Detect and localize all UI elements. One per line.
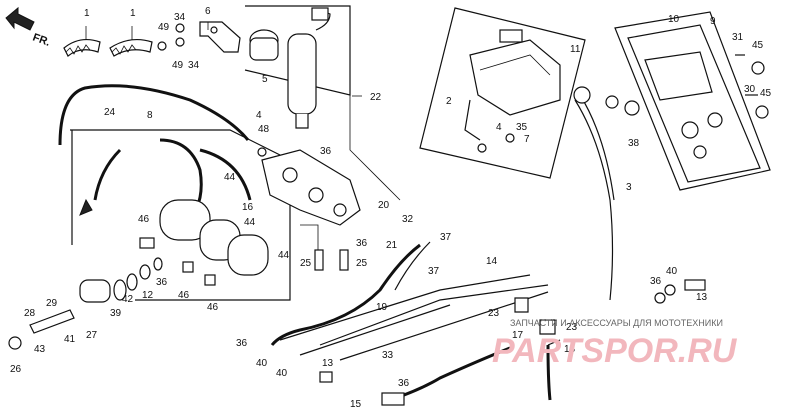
callout-36: 36 bbox=[650, 276, 662, 287]
front-direction-indicator: FR. bbox=[5, 6, 52, 49]
cable-part bbox=[574, 99, 614, 301]
callout-13: 13 bbox=[696, 292, 708, 303]
callout-labels: 1 1 49 34 49 34 6 5 4 22 24 8 48 36 44 1… bbox=[10, 6, 772, 410]
callout-37: 37 bbox=[428, 266, 440, 277]
filter-part bbox=[287, 33, 317, 115]
meter-panel bbox=[614, 11, 771, 191]
callout-31: 31 bbox=[732, 32, 744, 43]
callout-1: 1 bbox=[84, 8, 90, 19]
solenoid-part bbox=[227, 234, 269, 276]
callout-44: 44 bbox=[224, 172, 236, 183]
callout-48: 48 bbox=[258, 124, 270, 135]
callout-33: 33 bbox=[382, 350, 394, 361]
callout-44: 44 bbox=[278, 250, 290, 261]
callout-3: 3 bbox=[626, 182, 632, 193]
callout-23: 23 bbox=[488, 308, 500, 319]
bracket-part bbox=[199, 21, 241, 53]
callout-21: 21 bbox=[386, 240, 398, 251]
callout-36: 36 bbox=[398, 378, 410, 389]
callout-45: 45 bbox=[752, 40, 764, 51]
callout-25: 25 bbox=[300, 258, 312, 269]
callout-4: 4 bbox=[496, 122, 502, 133]
nut-part bbox=[539, 319, 556, 335]
callout-5: 5 bbox=[262, 74, 268, 85]
clamp-part bbox=[63, 38, 101, 57]
callout-36: 36 bbox=[320, 146, 332, 157]
callout-40: 40 bbox=[276, 368, 288, 379]
callout-13: 13 bbox=[322, 358, 334, 369]
pipe-assembly bbox=[270, 224, 561, 406]
callout-46: 46 bbox=[207, 302, 219, 313]
callout-35: 35 bbox=[516, 122, 528, 133]
callout-6: 6 bbox=[205, 6, 211, 17]
callout-25: 25 bbox=[356, 258, 368, 269]
watermark-text: ЗАПЧАСТИ И АКСЕССУАРЫ ДЛЯ МОТОТЕХНИКИ bbox=[510, 318, 723, 328]
callout-49: 49 bbox=[158, 22, 170, 33]
solenoid-part bbox=[159, 199, 211, 241]
callout-46: 46 bbox=[178, 290, 190, 301]
right-bolts bbox=[654, 54, 769, 304]
callout-28: 28 bbox=[24, 308, 36, 319]
watermark-logo: PARTSPOR.RU bbox=[492, 332, 738, 370]
callout-38: 38 bbox=[628, 138, 640, 149]
callout-41: 41 bbox=[64, 334, 76, 345]
callout-30: 30 bbox=[744, 84, 756, 95]
callout-40: 40 bbox=[666, 266, 678, 277]
valve-block bbox=[257, 147, 361, 226]
filter-box bbox=[244, 5, 351, 129]
callout-42: 42 bbox=[122, 294, 134, 305]
callout-22: 22 bbox=[370, 92, 382, 103]
callout-15: 15 bbox=[350, 399, 362, 410]
callout-16: 16 bbox=[242, 202, 254, 213]
callout-17: 17 bbox=[512, 330, 524, 341]
control-module-box bbox=[419, 7, 586, 179]
callout-37: 37 bbox=[440, 232, 452, 243]
callout-2: 2 bbox=[446, 96, 452, 107]
callout-8: 8 bbox=[147, 110, 153, 121]
callout-32: 32 bbox=[402, 214, 414, 225]
callout-34: 34 bbox=[188, 60, 200, 71]
callout-7: 7 bbox=[524, 134, 530, 145]
callout-12: 12 bbox=[142, 290, 154, 301]
nut-part bbox=[514, 297, 529, 313]
callout-23: 23 bbox=[566, 322, 578, 333]
solenoid-box bbox=[70, 129, 291, 301]
bottom-left-parts bbox=[8, 237, 216, 350]
direction-label: FR. bbox=[31, 32, 52, 49]
watermark: ЗАПЧАСТИ И АКСЕССУАРЫ ДЛЯ МОТОТЕХНИКИ PA… bbox=[492, 318, 738, 370]
callout-45: 45 bbox=[760, 88, 772, 99]
callout-36: 36 bbox=[236, 338, 248, 349]
callout-24: 24 bbox=[104, 107, 116, 118]
callout-36: 36 bbox=[156, 277, 168, 288]
callout-4: 4 bbox=[256, 110, 262, 121]
callout-27: 27 bbox=[86, 330, 98, 341]
cap-part bbox=[79, 279, 111, 303]
callout-46: 46 bbox=[138, 214, 150, 225]
callout-40: 40 bbox=[256, 358, 268, 369]
clamp-group bbox=[63, 21, 241, 57]
callout-34: 34 bbox=[174, 12, 186, 23]
callout-11: 11 bbox=[570, 44, 581, 55]
callout-9: 9 bbox=[710, 16, 716, 27]
callout-44: 44 bbox=[244, 217, 256, 228]
arrow-icon bbox=[5, 6, 35, 31]
hose-part bbox=[58, 84, 250, 146]
callout-18: 18 bbox=[564, 344, 576, 355]
callout-1: 1 bbox=[130, 8, 136, 19]
callout-19: 19 bbox=[376, 302, 388, 313]
callout-14: 14 bbox=[486, 256, 498, 267]
callout-43: 43 bbox=[34, 344, 46, 355]
callout-36: 36 bbox=[356, 238, 368, 249]
module-part bbox=[469, 39, 561, 116]
callout-29: 29 bbox=[46, 298, 58, 309]
callout-10: 10 bbox=[668, 14, 680, 25]
callout-26: 26 bbox=[10, 364, 22, 375]
callout-49: 49 bbox=[172, 60, 184, 71]
callout-39: 39 bbox=[110, 308, 122, 319]
callout-20: 20 bbox=[378, 200, 390, 211]
